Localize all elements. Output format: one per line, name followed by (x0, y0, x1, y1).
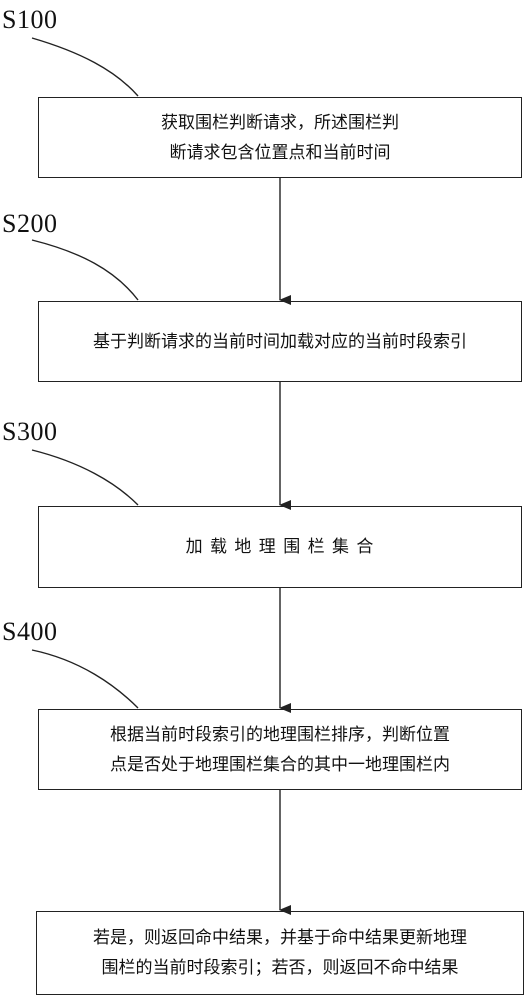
box-text-line: 根据当前时段索引的地理围栏排序，判断位置 (110, 724, 450, 745)
box-text-line: 获取围栏判断请求，所述围栏判 (161, 112, 399, 133)
process-box-s400: 根据当前时段索引的地理围栏排序，判断位置 点是否处于地理围栏集合的其中一地理围栏… (38, 709, 522, 790)
process-box-s100: 获取围栏判断请求，所述围栏判 断请求包含位置点和当前时间 (38, 97, 522, 178)
box-text-line: 若是，则返回命中结果，并基于命中结果更新地理 (93, 928, 467, 948)
leader-curve-s100 (31, 37, 139, 97)
process-box-result: 若是，则返回命中结果，并基于命中结果更新地理 围栏的当前时段索引；若否，则返回不… (36, 911, 524, 995)
box-text-line: 加 载 地 理 围 栏 集 合 (185, 537, 375, 557)
box-text-line: 点是否处于地理围栏集合的其中一地理围栏内 (110, 754, 450, 775)
step-label-s300: S300 (2, 417, 58, 446)
leader-curve-s200 (31, 239, 139, 301)
box-text-line: 围栏的当前时段索引；若否，则返回不命中结果 (101, 958, 459, 978)
box-text-line: 断请求包含位置点和当前时间 (169, 142, 391, 163)
leader-curve-s300 (31, 449, 139, 506)
leader-curve-s400 (31, 649, 139, 709)
process-box-s200: 基于判断请求的当前时间加载对应的当前时段索引 (38, 301, 522, 382)
process-box-s300: 加 载 地 理 围 栏 集 合 (38, 506, 522, 588)
step-label-s200: S200 (2, 209, 58, 238)
step-label-s100: S100 (2, 5, 58, 34)
step-label-s400: S400 (2, 617, 58, 646)
box-text-line: 基于判断请求的当前时间加载对应的当前时段索引 (93, 331, 467, 352)
